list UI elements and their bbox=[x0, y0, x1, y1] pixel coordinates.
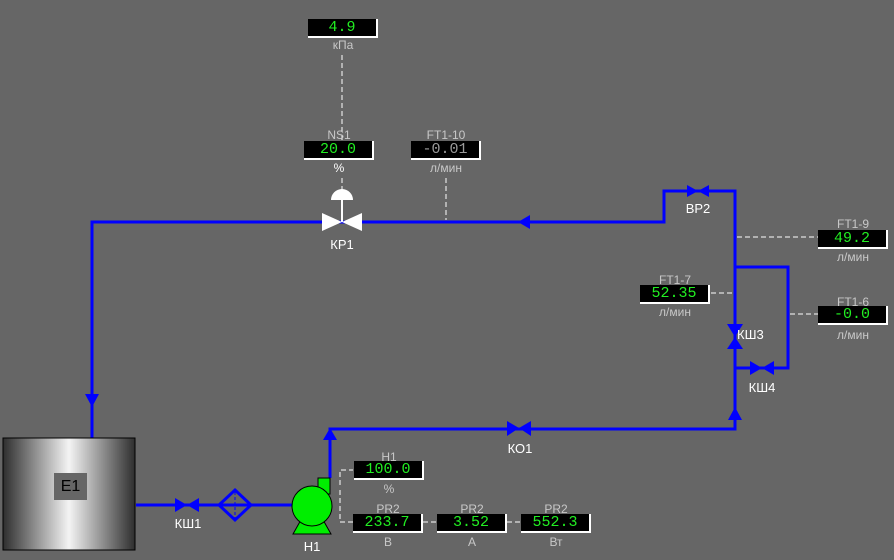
valve-kp1-label: КР1 bbox=[330, 237, 354, 252]
control-valve-kp1-icon[interactable] bbox=[322, 189, 362, 231]
pr2-power-tag: PR2 bbox=[544, 502, 568, 516]
ft1-7-tag: FT1-7 bbox=[658, 273, 691, 287]
pr2-voltage-tag: PR2 bbox=[376, 502, 400, 516]
ft1-9-display: 49.2 bbox=[818, 230, 888, 249]
pr2-current-unit: А bbox=[467, 535, 476, 549]
h1-tag: Н1 bbox=[381, 450, 397, 464]
tank-e1[interactable] bbox=[2, 437, 136, 551]
h1-unit: % bbox=[383, 482, 395, 496]
pump-label: Н1 bbox=[303, 539, 321, 554]
valve-ko1-icon[interactable] bbox=[507, 421, 531, 436]
main-loop-pipe bbox=[90, 189, 737, 478]
ft1-10-tag: FT1-10 bbox=[426, 128, 466, 142]
ns1-unit: % bbox=[333, 161, 345, 175]
h1-display: 100.0 bbox=[354, 461, 424, 480]
valve-ksh4-label: КШ4 bbox=[748, 380, 776, 395]
ft1-10-unit: л/мин bbox=[430, 161, 462, 175]
flow-arrow-left-icon bbox=[518, 215, 530, 229]
filter-icon bbox=[216, 487, 254, 523]
valve-vr2-label: ВР2 bbox=[685, 201, 711, 216]
flow-arrow-down-icon bbox=[85, 394, 99, 407]
valve-ksh4-icon[interactable] bbox=[750, 361, 774, 375]
ft1-7-display: 52.35 bbox=[640, 285, 710, 304]
pr2-power-unit: Вт bbox=[549, 535, 563, 549]
ft1-9-tag: FT1-9 bbox=[836, 217, 869, 231]
ft1-6-unit: л/мин bbox=[837, 328, 869, 342]
ft1-6-tag: FT1-6 bbox=[836, 295, 869, 309]
ft1-6-display: -0.0 bbox=[818, 306, 888, 325]
pr2-current-display: 3.52 bbox=[437, 514, 507, 533]
pressure-display: 4.9 bbox=[308, 19, 378, 38]
pump-h1-icon[interactable] bbox=[291, 477, 333, 535]
pr2-current-tag: PR2 bbox=[460, 502, 484, 516]
bypass-pipe bbox=[735, 265, 790, 370]
flow-arrow-up-icon bbox=[728, 407, 742, 420]
ft1-10-display: -0.01 bbox=[411, 141, 481, 160]
valve-vr2-icon[interactable] bbox=[687, 185, 709, 197]
pr2-voltage-unit: В bbox=[383, 535, 392, 549]
pr2-power-display: 552.3 bbox=[521, 514, 591, 533]
ft1-9-unit: л/мин bbox=[837, 250, 869, 264]
pipelines bbox=[90, 189, 790, 507]
valve-ksh3-label: КШ3 bbox=[737, 327, 764, 342]
valve-ksh1-icon[interactable] bbox=[175, 498, 199, 512]
valve-ko1-label: КО1 bbox=[507, 441, 533, 456]
tank-label: E1 bbox=[60, 478, 81, 495]
pressure-unit: кПа bbox=[332, 38, 354, 52]
flow-arrow-up-icon bbox=[323, 428, 337, 440]
ns1-tag: NS1 bbox=[327, 128, 351, 142]
valve-ksh1-label: КШ1 bbox=[174, 516, 202, 531]
valve-ksh3-icon[interactable] bbox=[727, 324, 743, 349]
ns1-display: 20.0 bbox=[304, 141, 374, 160]
pr2-voltage-display: 233.7 bbox=[353, 514, 423, 533]
ft1-7-unit: л/мин bbox=[659, 305, 691, 319]
